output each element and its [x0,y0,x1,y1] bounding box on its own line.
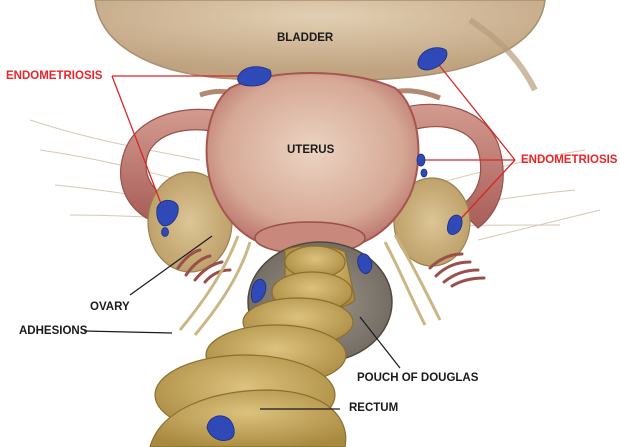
lesion-left-ovary-small [162,228,169,237]
adhesions-label: ADHESIONS [19,326,87,338]
rectum-label: RECTUM [349,403,398,415]
pouch-of-douglas-label: POUCH OF DOUGLAS [357,373,478,385]
endometriosis-label-right: ENDOMETRIOSIS [521,155,617,167]
rectum-bowel [150,246,355,447]
ovary-label: OVARY [90,302,130,314]
lesion-right-tube-b [421,169,427,177]
bladder-label: BLADDER [277,33,333,45]
lesion-right-tube-a [417,154,425,166]
endometriosis-label-left: ENDOMETRIOSIS [6,71,102,83]
uterus-shape [207,73,419,246]
uterus-label: UTERUS [287,145,334,157]
